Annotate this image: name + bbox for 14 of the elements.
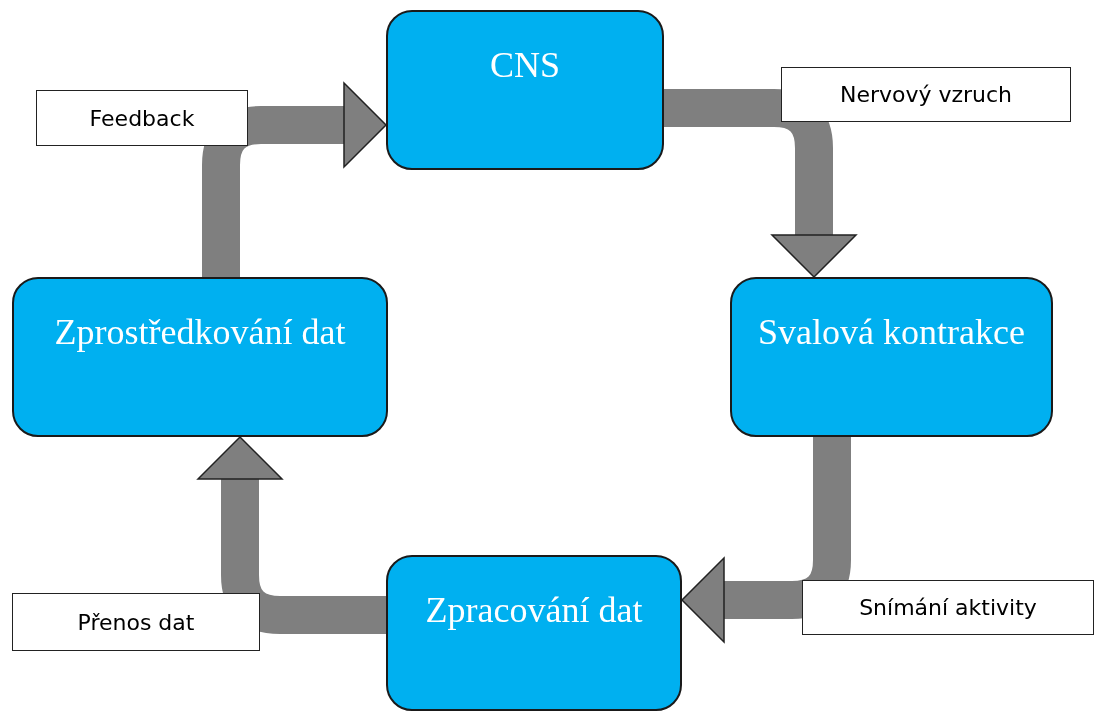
box-label: Zpracování dat [424, 589, 644, 632]
edge-label: Nervový vzruch [781, 67, 1071, 122]
process-box [730, 277, 1053, 437]
process-box [386, 555, 682, 711]
process-box [12, 277, 388, 437]
edge-label: Snímání aktivity [802, 580, 1094, 635]
block-arrow [202, 82, 387, 277]
edge-label: Přenos dat [12, 593, 260, 651]
edge-label: Feedback [36, 90, 248, 146]
box-label: CNS [489, 44, 561, 87]
block-arrow [681, 437, 851, 643]
process-box [386, 10, 664, 170]
box-label: Svalová kontrakce [757, 311, 1026, 354]
box-label: Zprostředkování dat [53, 311, 347, 354]
